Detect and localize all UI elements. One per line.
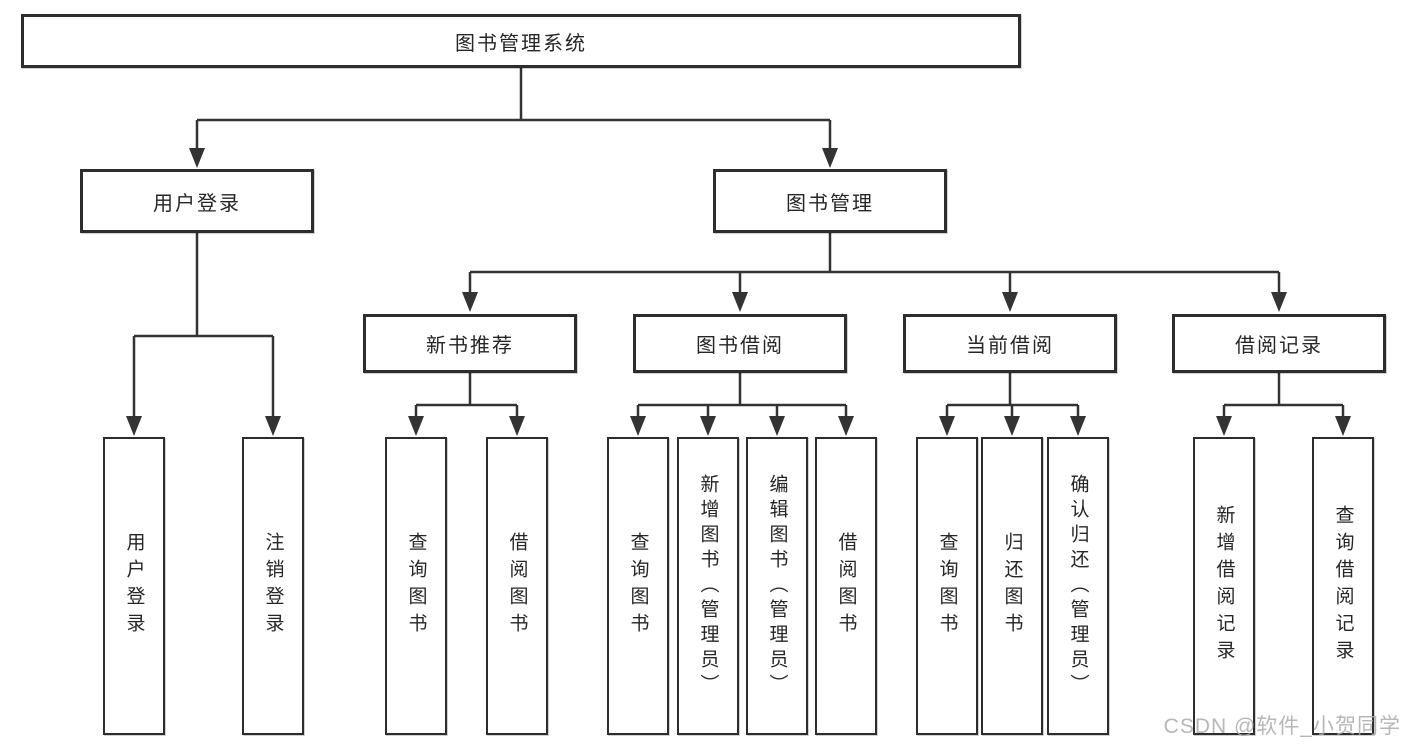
node-label: 查询借阅记录 <box>1332 505 1354 667</box>
node-label: 查询图书 <box>627 532 649 640</box>
node-book-management-module: 图书管理 <box>713 169 947 233</box>
leaf-query-books-current: 查询图书 <box>916 437 978 735</box>
node-label: 查询图书 <box>936 532 958 640</box>
node-label: 确认归还（管理员） <box>1067 473 1089 699</box>
leaf-logout: 注销登录 <box>242 437 304 735</box>
node-label: 注销登录 <box>262 532 284 640</box>
leaf-edit-books-admin: 编辑图书（管理员） <box>746 437 808 735</box>
leaf-add-books-admin: 新增图书（管理员） <box>677 437 739 735</box>
node-label: 借阅图书 <box>506 532 528 640</box>
leaf-add-borrow-record: 新增借阅记录 <box>1193 437 1255 735</box>
node-label: 用户登录 <box>123 532 145 640</box>
node-label: 当前借阅 <box>966 335 1054 357</box>
csdn-watermark: CSDN @软件_小贺同学 <box>1163 715 1401 738</box>
node-label: 借阅记录 <box>1235 335 1323 357</box>
leaf-return-books: 归还图书 <box>981 437 1043 735</box>
leaf-query-books-recommend: 查询图书 <box>385 437 447 735</box>
node-new-book-recommend: 新书推荐 <box>363 314 577 373</box>
node-current-borrowing: 当前借阅 <box>903 314 1117 373</box>
node-label: 图书管理 <box>786 192 874 215</box>
node-label: 编辑图书（管理员） <box>766 473 788 699</box>
node-label: 借阅图书 <box>835 532 857 640</box>
leaf-user-login: 用户登录 <box>103 437 165 735</box>
leaf-borrow-books-recommend: 借阅图书 <box>486 437 548 735</box>
leaf-borrow-books-borrowing: 借阅图书 <box>815 437 877 735</box>
node-label: 新增图书（管理员） <box>697 473 719 699</box>
leaf-confirm-return-admin: 确认归还（管理员） <box>1047 437 1109 735</box>
node-book-borrowing: 图书借阅 <box>633 314 847 373</box>
node-label: 查询图书 <box>405 532 427 640</box>
node-label: 图书管理系统 <box>455 32 587 55</box>
node-label: 新书推荐 <box>426 335 514 357</box>
node-label: 用户登录 <box>153 192 241 215</box>
node-label: 新增借阅记录 <box>1213 505 1235 667</box>
leaf-query-books-borrowing: 查询图书 <box>607 437 669 735</box>
node-label: 归还图书 <box>1001 532 1023 640</box>
leaf-query-borrow-record: 查询借阅记录 <box>1312 437 1374 735</box>
node-user-login-module: 用户登录 <box>80 169 314 233</box>
node-root-library-system: 图书管理系统 <box>21 14 1021 68</box>
node-label: 图书借阅 <box>696 335 784 357</box>
node-borrow-records: 借阅记录 <box>1172 314 1386 373</box>
